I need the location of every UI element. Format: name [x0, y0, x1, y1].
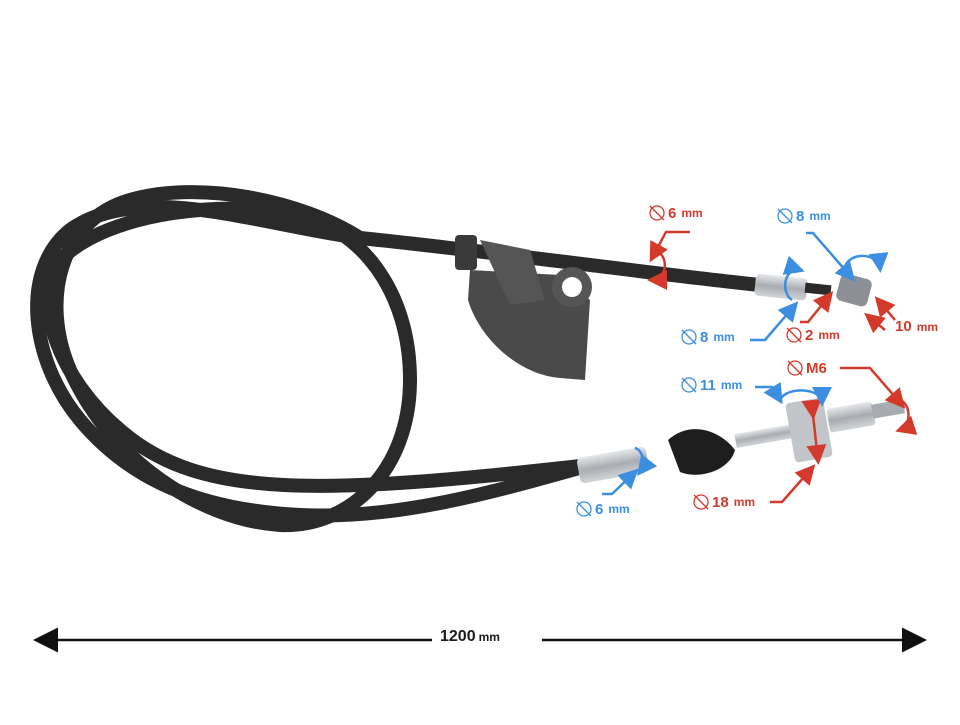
cable-housing: [30, 185, 767, 533]
diameter-icon: [693, 494, 709, 510]
diameter-icon: [649, 205, 665, 221]
diameter-icon: [786, 327, 802, 343]
label-thread: M6: [786, 359, 827, 377]
diameter-icon: [576, 501, 592, 517]
diameter-icon: [777, 208, 793, 224]
mounting-bracket: [455, 235, 592, 380]
diameter-icon: [681, 377, 697, 393]
diameter-icon: [787, 360, 803, 376]
bottom-cable-end: [577, 397, 905, 484]
diameter-icon: [681, 329, 697, 345]
top-cable-end: [754, 273, 872, 307]
